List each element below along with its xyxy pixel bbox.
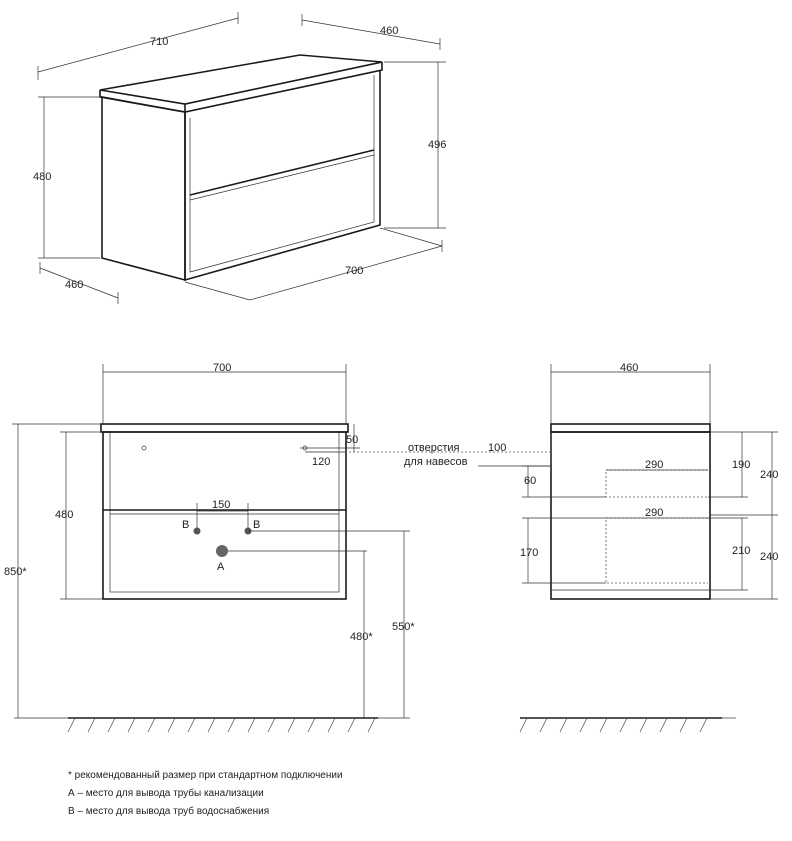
- iso-dim-480: 480: [33, 171, 51, 183]
- front-dim-150: 150: [212, 499, 230, 511]
- front-view: B B A 700 480 850* 50 120 150 480: [4, 362, 550, 733]
- iso-dim-496: 496: [428, 139, 446, 151]
- side-countertop: [550, 423, 711, 433]
- front-dim-120: 120: [312, 456, 330, 468]
- side-dim-290-bottom: 290: [645, 507, 663, 519]
- hole-note-line2: для навесов: [404, 456, 468, 468]
- isometric-view: 710 460 496 480 460 700: [33, 12, 446, 304]
- iso-body-front: [184, 70, 381, 282]
- side-dim-290-top: 290: [645, 459, 663, 471]
- iso-dim-460-bottom: 460: [65, 279, 83, 291]
- floor-hatch-side: [519, 717, 708, 733]
- notes: * рекомендованный размер при стандартном…: [68, 770, 343, 817]
- iso-body-side: [101, 96, 186, 282]
- note-recommended: * рекомендованный размер при стандартном…: [68, 770, 343, 781]
- iso-dim-460-top: 460: [380, 25, 398, 37]
- mark-b-right: B: [253, 519, 260, 531]
- note-b: В – место для вывода труб водоснабжения: [68, 805, 269, 817]
- sewage-hole: [216, 545, 228, 557]
- side-dim-60: 60: [524, 475, 536, 487]
- iso-drawer-split: [189, 149, 375, 196]
- mark-b-left: B: [182, 519, 189, 531]
- hole-note-value: 100: [488, 442, 506, 454]
- front-dim-700: 700: [213, 362, 231, 374]
- iso-dim-700-bottom: 700: [345, 265, 363, 277]
- side-dim-170: 170: [520, 547, 538, 559]
- side-body: [550, 431, 711, 600]
- front-dim-480: 480: [55, 509, 73, 521]
- front-body: [102, 431, 347, 600]
- note-a: А – место для вывода трубы канализации: [68, 787, 264, 799]
- iso-dim-710: 710: [150, 36, 168, 48]
- hole-note-line1: отверстия: [408, 442, 460, 454]
- side-dim-240-top: 240: [760, 469, 778, 481]
- front-countertop: [100, 423, 349, 433]
- side-drawer-top: [605, 469, 708, 498]
- mark-a: A: [217, 561, 225, 573]
- side-dim-460: 460: [620, 362, 638, 374]
- hang-hole-left: [141, 445, 147, 451]
- front-dim-850: 850*: [4, 566, 27, 578]
- side-dim-240-bottom: 240: [760, 551, 778, 563]
- front-dim-480-star: 480*: [350, 631, 373, 643]
- side-view: 460 290 290 60 170 190 210 240 240: [519, 362, 778, 733]
- front-dim-50: 50: [346, 434, 358, 446]
- floor-hatch-front: [67, 717, 376, 733]
- side-drawer-bottom: [605, 517, 708, 584]
- side-dim-210: 210: [732, 545, 750, 557]
- water-hole-left: [193, 527, 201, 535]
- front-dim-550-star: 550*: [392, 621, 415, 633]
- side-dim-190: 190: [732, 459, 750, 471]
